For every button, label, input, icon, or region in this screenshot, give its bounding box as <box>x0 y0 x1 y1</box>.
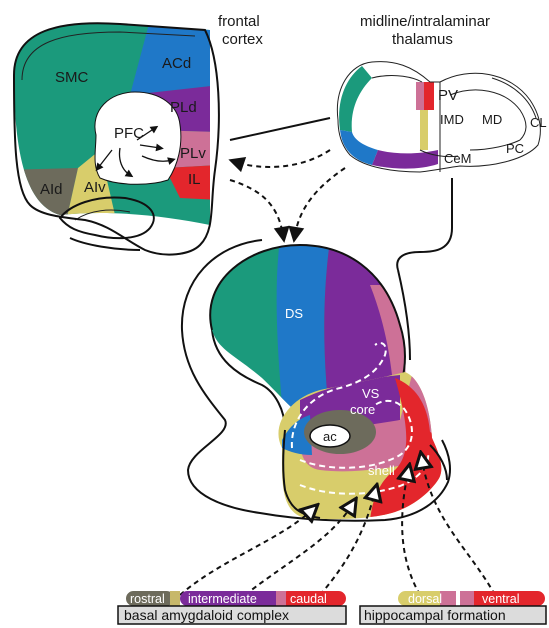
cortex-bottom-lobe <box>70 238 140 250</box>
il-label: IL <box>188 171 201 188</box>
amygdala-title: basal amygdaloid complex <box>124 607 289 623</box>
thalamus-teal-band <box>339 66 372 132</box>
cortex-to-striatum-arrow <box>230 180 283 235</box>
cl-label: CL <box>530 115 547 130</box>
rostral-label: rostral <box>130 592 165 606</box>
pc-label: PC <box>506 141 524 156</box>
rostral-intermediate-gradient <box>170 591 180 606</box>
core-label: core <box>350 402 375 417</box>
thalamus-section: midline/intralaminar thalamus PV IMD MD … <box>337 13 546 172</box>
thalamus-title-1: midline/intralaminar <box>360 13 490 30</box>
thalamus-blue-band <box>340 130 378 165</box>
frontal-cortex-section: SMC ACd PLd PFC PLv IL AId AIv frontal c… <box>0 0 263 255</box>
pv-label: PV <box>438 87 458 104</box>
aiv-label: AIv <box>84 179 106 196</box>
dorsal-gradient <box>440 591 456 606</box>
frontal-cortex-title-2: cortex <box>222 31 263 48</box>
amygdala-legend: rostral intermediate caudal basal amygda… <box>118 591 346 624</box>
pld-label: PLd <box>170 99 197 116</box>
thalamus-inner-left <box>372 75 422 82</box>
frontal-cortex-title-1: frontal <box>218 13 260 30</box>
striatum-section: DS VS core ac shell <box>182 240 450 530</box>
thalamus-descending-line <box>397 178 452 270</box>
thalamus-title-2: thalamus <box>392 31 453 48</box>
ventral-gradient <box>460 591 474 606</box>
pfc-label: PFC <box>114 125 144 142</box>
smc-label: SMC <box>55 69 89 86</box>
rostral-amygdala-input <box>180 510 312 595</box>
thalamus-khaki-strip <box>420 110 428 150</box>
aid-label: AId <box>40 181 63 198</box>
thalamus-to-cortex-arrow <box>236 150 330 167</box>
vs-label: VS <box>362 386 380 401</box>
intermediate-caudal-gradient <box>276 591 286 606</box>
caudal-label: caudal <box>290 592 327 606</box>
cem-label: CeM <box>444 151 471 166</box>
dorsal-label: dorsal <box>408 592 442 606</box>
plv-label: PLv <box>180 145 206 162</box>
aid-region <box>0 168 78 240</box>
md-label: MD <box>482 112 502 127</box>
imd-label: IMD <box>440 112 464 127</box>
ventral-label: ventral <box>482 592 520 606</box>
hippocampus-legend: dorsal ventral hippocampal formation <box>360 591 546 624</box>
ds-label: DS <box>285 306 303 321</box>
acd-label: ACd <box>162 55 191 72</box>
thalamus-to-striatum-arrow <box>295 168 345 235</box>
hippocampus-title: hippocampal formation <box>364 607 506 623</box>
pv-pink <box>416 82 424 110</box>
cortex-thalamus-line <box>230 118 330 140</box>
shell-label: shell <box>368 463 395 478</box>
intermediate-label: intermediate <box>188 592 257 606</box>
ac-label: ac <box>323 429 337 444</box>
